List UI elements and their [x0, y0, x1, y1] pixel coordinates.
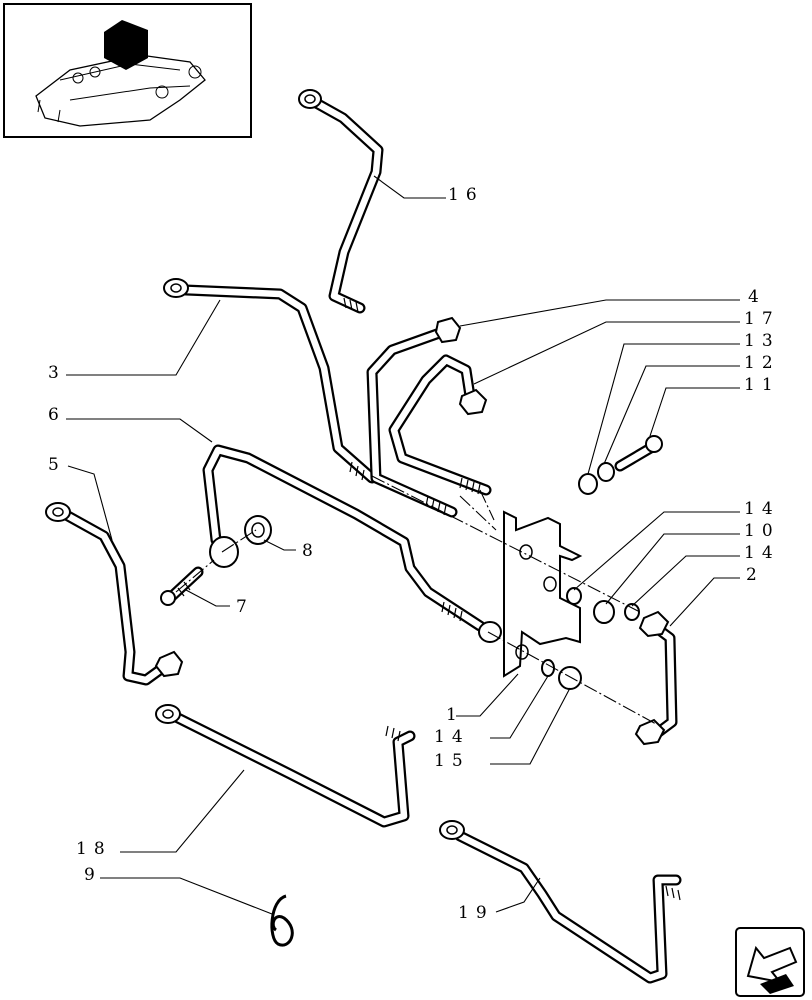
callout-11: 11	[744, 375, 780, 395]
callout-14-middle: 14	[744, 543, 780, 563]
callout-8: 8	[302, 541, 320, 561]
callout-16: 16	[448, 185, 484, 205]
pipe-19	[439, 820, 682, 984]
callout-5: 5	[48, 455, 66, 475]
clip-9	[270, 894, 294, 947]
callout-14-lower: 14	[434, 727, 470, 747]
assembly-thumbnail	[3, 3, 252, 138]
pipe-16	[298, 89, 384, 314]
callout-12: 12	[744, 353, 780, 373]
callout-10: 10	[744, 521, 780, 541]
callout-19: 19	[458, 903, 494, 923]
previous-page-arrow-icon[interactable]	[735, 927, 805, 997]
pipe-6	[202, 444, 486, 632]
pipe-4	[366, 316, 462, 518]
pipe-17	[388, 354, 492, 496]
callout-13: 13	[744, 331, 780, 351]
callout-9: 9	[84, 865, 102, 885]
callout-6: 6	[48, 405, 66, 425]
pipe-2	[634, 610, 678, 746]
callout-1: 1	[446, 705, 464, 725]
pipe-18	[155, 704, 416, 828]
callout-18: 18	[76, 839, 112, 859]
callout-3: 3	[48, 363, 66, 383]
highlight-block	[104, 20, 148, 70]
callout-labels: 16 4 17 13 12 11 3 6 5 8 7 14 10 14 2 1 …	[48, 185, 780, 923]
leader-lines	[66, 175, 740, 915]
callout-7: 7	[236, 597, 254, 617]
callout-4: 4	[748, 287, 766, 307]
pipe-3	[163, 278, 378, 484]
callout-17: 17	[744, 309, 780, 329]
union-fitting-8	[209, 515, 272, 568]
assembly-axes	[175, 475, 657, 725]
fittings-11-12-13	[578, 435, 663, 495]
callout-14-upper: 14	[744, 499, 780, 519]
pipe-5	[45, 502, 184, 686]
bracket-1	[503, 510, 583, 678]
callout-15: 15	[434, 751, 470, 771]
fittings-10-14-15	[478, 587, 640, 690]
callout-2: 2	[746, 565, 764, 585]
